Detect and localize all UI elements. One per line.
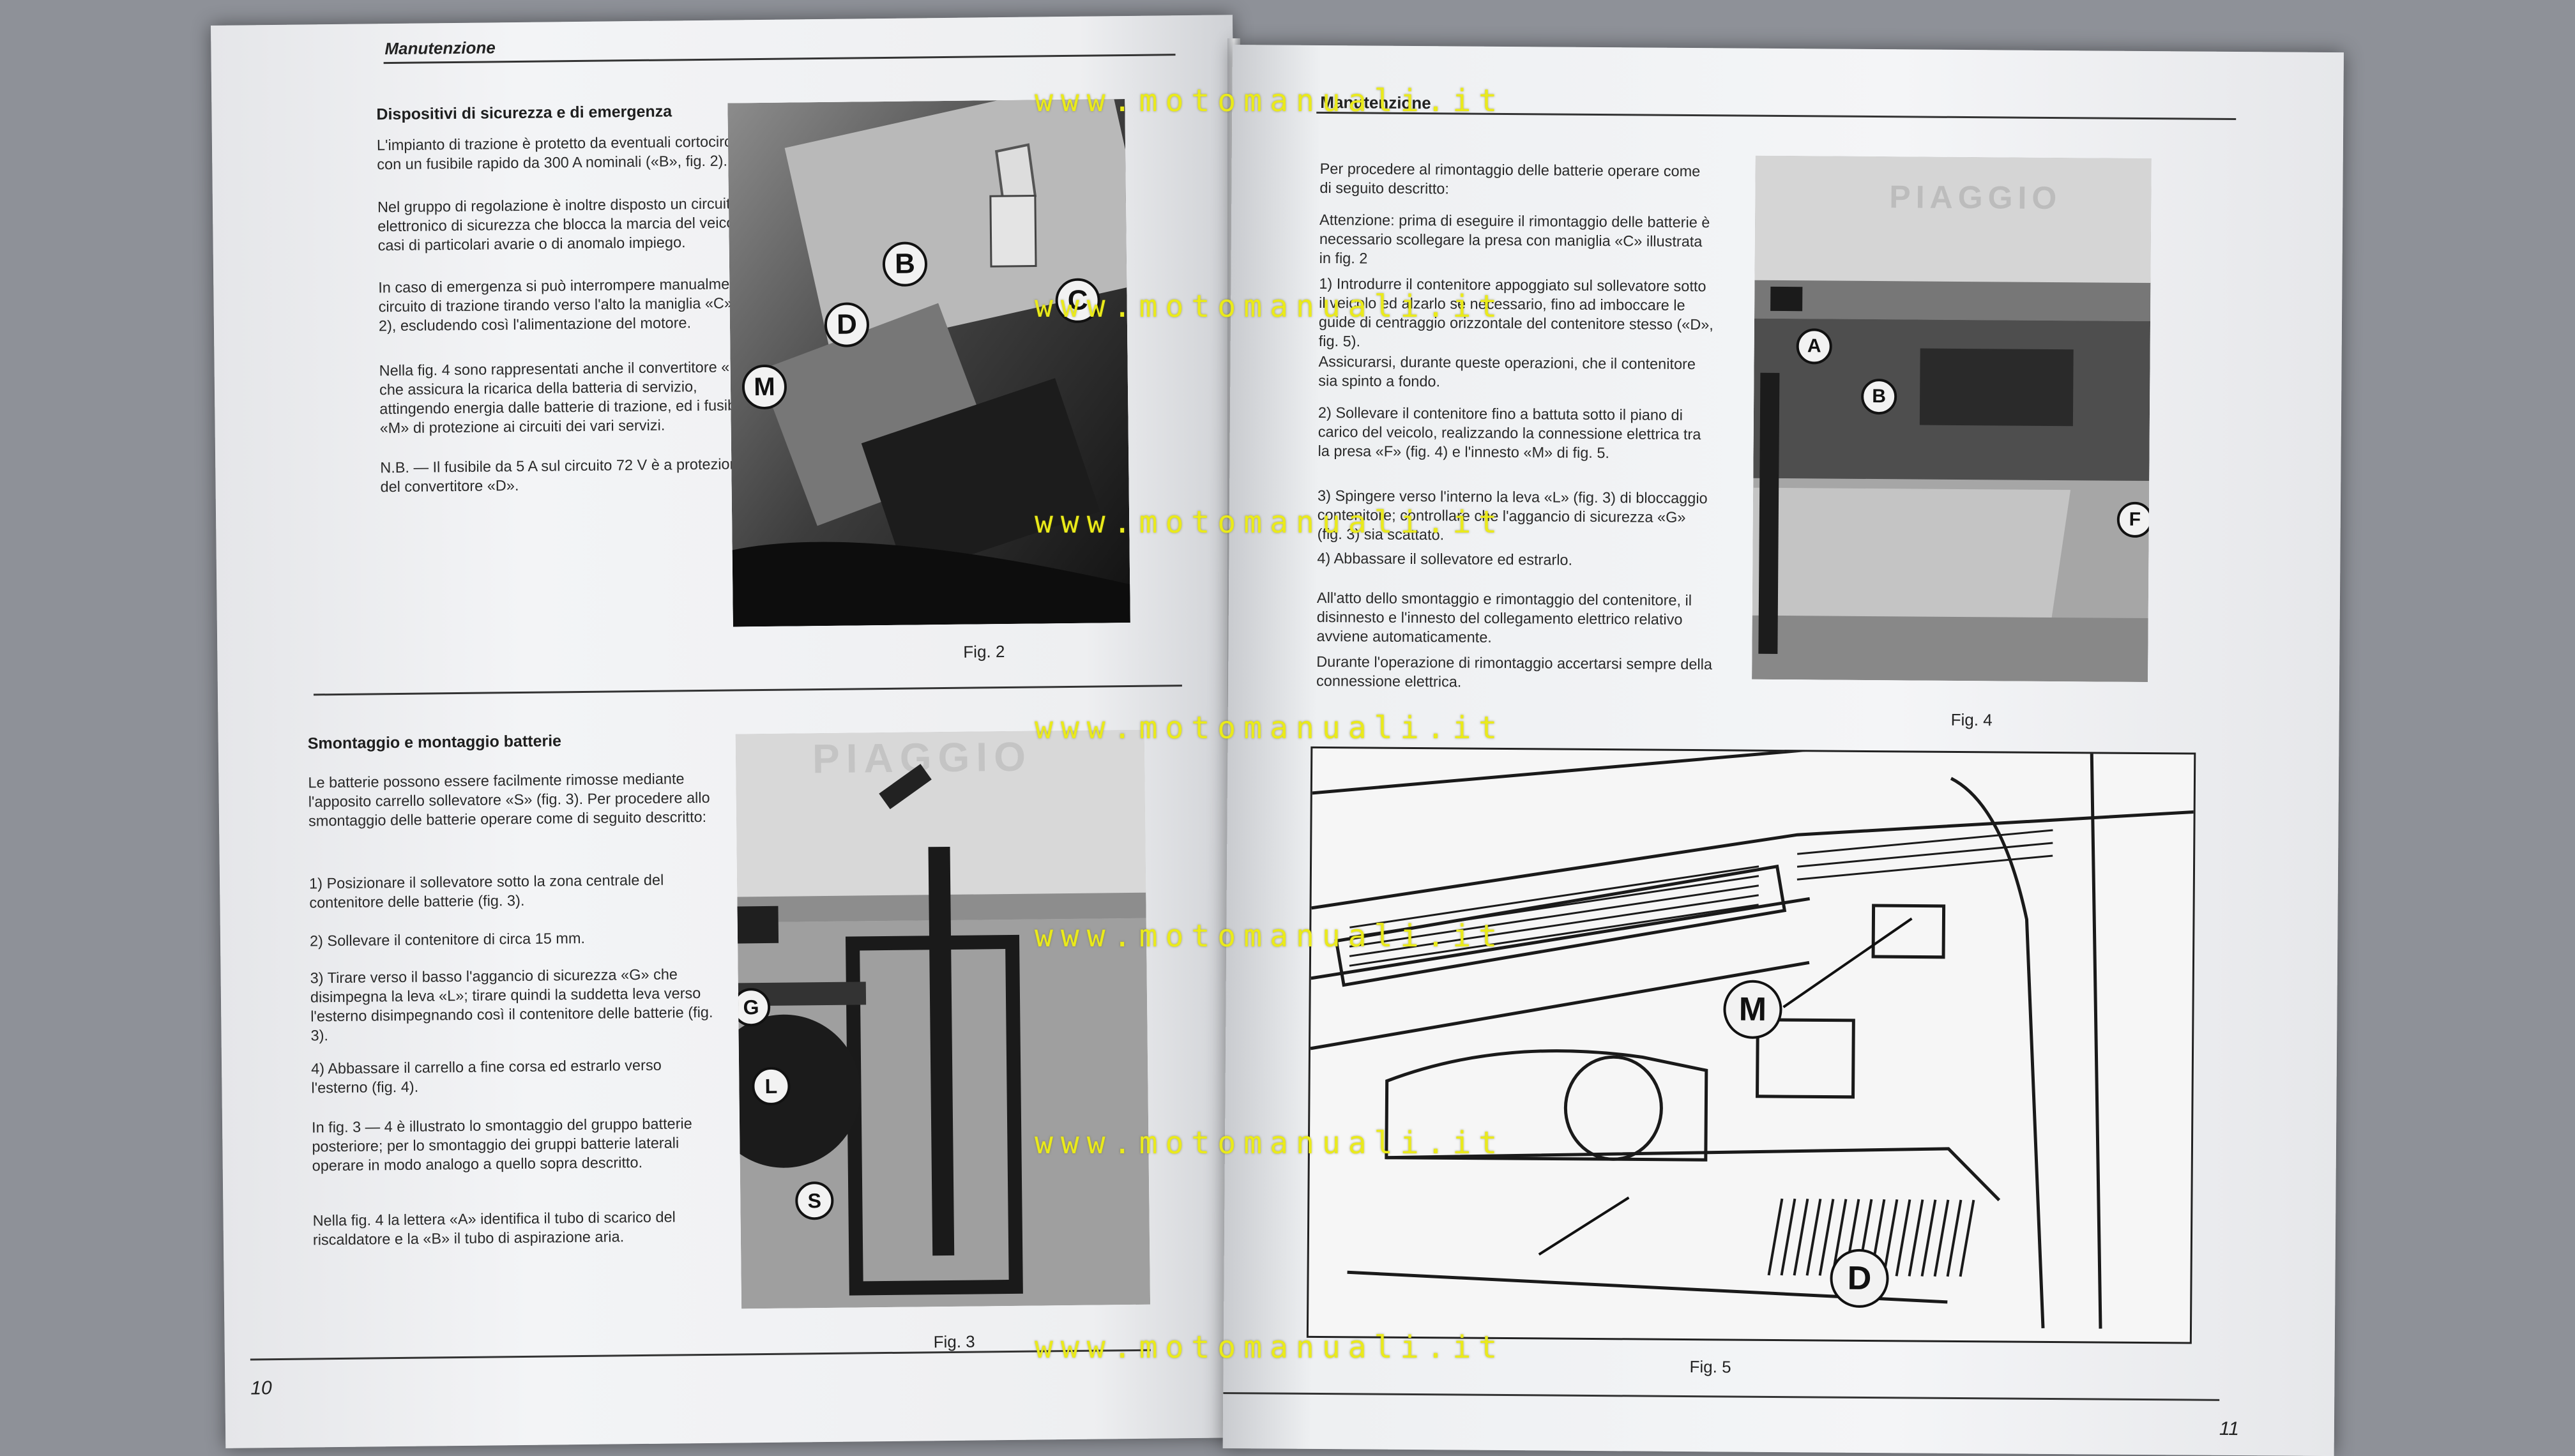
paragraph: 4) Abbassare il sollevatore ed estrarlo. xyxy=(1317,549,1573,568)
page-number-left: 10 xyxy=(250,1377,272,1399)
header-rule xyxy=(383,54,1176,64)
fig4-photo-art: PIAGGIO xyxy=(1752,155,2152,683)
watermark: www.motomanuali.it xyxy=(1035,1125,1505,1161)
callout-b: B xyxy=(1860,378,1897,415)
watermark: www.motomanuali.it xyxy=(1035,918,1505,954)
right-page: Manutenzione Per procedere al rimontaggi… xyxy=(1222,45,2344,1456)
footer-rule xyxy=(250,1349,1151,1361)
paragraph: In caso di emergenza si può interrompere… xyxy=(378,275,762,335)
fig2-caption: Fig. 2 xyxy=(963,642,1005,662)
section-heading-safety: Dispositivi di sicurezza e di emergenza xyxy=(376,102,672,124)
fig3-photo: PIAGGIO G L S xyxy=(735,729,1151,1309)
paragraph: Nel gruppo di regolazione è inoltre disp… xyxy=(377,195,763,254)
paragraph: Nella fig. 4 sono rappresentati anche il… xyxy=(379,358,749,437)
paragraph: In fig. 3 — 4 è illustrato lo smontaggio… xyxy=(311,1115,692,1174)
paragraph: Nella fig. 4 la lettera «A» identifica i… xyxy=(312,1208,676,1248)
paragraph: All'atto dello smontaggio e rimontaggio … xyxy=(1316,589,1692,646)
callout-m: M xyxy=(1723,980,1782,1040)
callout-f: F xyxy=(2116,501,2152,538)
paragraph: 3) Tirare verso il basso l'aggancio di s… xyxy=(310,966,713,1044)
callout-d: D xyxy=(1830,1248,1889,1308)
fig4-caption: Fig. 4 xyxy=(1950,709,1993,730)
watermark: www.motomanuali.it xyxy=(1035,289,1505,324)
callout-m: M xyxy=(741,364,787,410)
fig4-photo: PIAGGIO A B F xyxy=(1752,155,2152,683)
paragraph: Assicurarsi, durante queste operazioni, … xyxy=(1318,353,1696,390)
callout-s: S xyxy=(795,1181,834,1220)
paragraph: 2) Sollevare il contenitore di circa 15 … xyxy=(309,929,586,950)
callout-d: D xyxy=(824,302,870,347)
paragraph: Le batterie possono essere facilmente ri… xyxy=(308,770,710,830)
paragraph: 4) Abbassare il carrello a fine corsa ed… xyxy=(310,1056,662,1096)
callout-b: B xyxy=(882,241,928,287)
paragraph: Per procedere al rimontaggio delle batte… xyxy=(1319,160,1701,197)
paragraph: L'impianto di trazione è protetto da eve… xyxy=(376,133,751,173)
fig3-photo-art: PIAGGIO xyxy=(735,729,1151,1309)
section-heading-batteries: Smontaggio e montaggio batterie xyxy=(307,732,562,753)
fig5-drawing: M D xyxy=(1306,746,2196,1344)
fig3-caption: Fig. 3 xyxy=(933,1331,975,1352)
paragraph: 2) Sollevare il contenitore fino a battu… xyxy=(1318,404,1701,462)
section-rule xyxy=(313,685,1182,696)
watermark: www.motomanuali.it xyxy=(1035,504,1505,540)
fig2-photo-art xyxy=(727,99,1130,627)
paragraph: Durante l'operazione di rimontaggio acce… xyxy=(1316,653,1713,690)
watermark: www.motomanuali.it xyxy=(1035,1330,1505,1365)
callout-a: A xyxy=(1796,328,1832,365)
fig5-drawing-art xyxy=(1310,748,2194,1329)
page-number-right: 11 xyxy=(2219,1418,2240,1440)
fig5-caption: Fig. 5 xyxy=(1689,1357,1731,1377)
footer-rule xyxy=(1223,1392,2220,1401)
watermark: www.motomanuali.it xyxy=(1035,83,1505,119)
paragraph-warning: Attenzione: prima di eseguire il rimonta… xyxy=(1319,211,1710,267)
left-page: Manutenzione Dispositivi di sicurezza e … xyxy=(211,15,1248,1448)
fig4-brand-text: PIAGGIO xyxy=(1889,179,2062,216)
paragraph: 1) Posizionare il sollevatore sotto la z… xyxy=(308,871,664,911)
page-header: Manutenzione xyxy=(384,38,496,59)
watermark: www.motomanuali.it xyxy=(1035,710,1505,746)
fig2-photo: B C D M xyxy=(727,99,1130,627)
paragraph-note: N.B. — Il fusibile da 5 A sul circuito 7… xyxy=(380,455,747,496)
callout-l: L xyxy=(752,1066,791,1106)
